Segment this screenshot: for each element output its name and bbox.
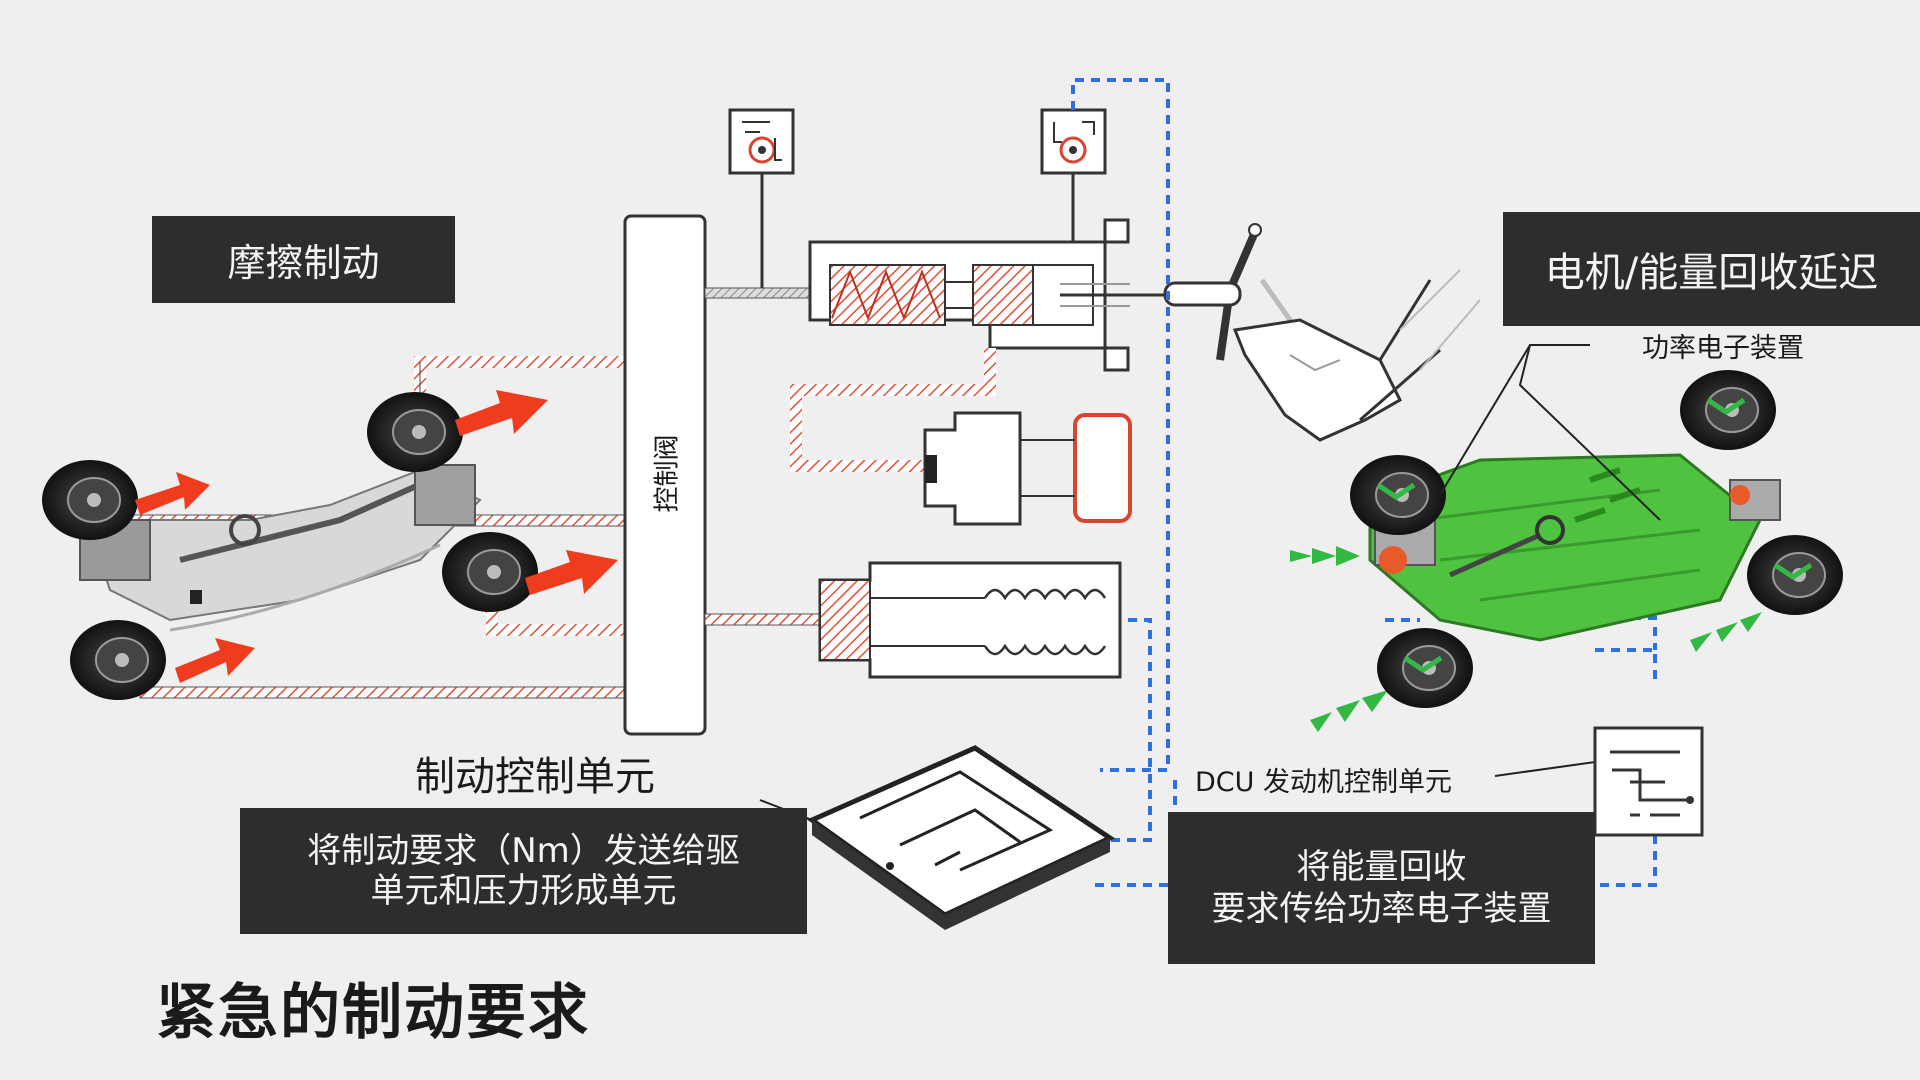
brake-request-label: 将制动要求（Nm）发送给驱 单元和压力形成单元 (240, 808, 807, 934)
emergency-brake-request-title: 紧急的制动要求 (156, 978, 590, 1048)
dcu-chip-icon (1494, 726, 1704, 837)
energy-request-line2: 要求传给功率电子装置 (1211, 889, 1552, 929)
dcu-label: DCU 发动机控制单元 (1195, 767, 1452, 798)
arrow-icon (135, 390, 618, 683)
power-electronics-leader (1439, 344, 1661, 521)
pressure-unit (704, 561, 1122, 679)
pedal-sensor-icon (1040, 108, 1107, 242)
brake-request-line2: 单元和压力形成单元 (370, 871, 677, 911)
accumulator (790, 348, 1132, 526)
energy-request-line1: 将能量回收 (1296, 847, 1467, 887)
control-valve-label: 控制阀 (652, 434, 683, 513)
front-chassis (79, 464, 482, 632)
motor-energy-recovery-delay-label: 电机/能量回收延迟 (1503, 212, 1920, 326)
energy-request-label: 将能量回收 要求传给功率电子装置 (1168, 812, 1595, 964)
power-electronics-label: 功率电子装置 (1642, 333, 1804, 364)
brake-control-unit-label: 制动控制单元 (415, 754, 655, 800)
ev-chassis (1290, 453, 1781, 732)
control-valve-block (623, 214, 707, 736)
master-cylinder (704, 218, 1190, 372)
ecu-chip-icon (759, 745, 1116, 930)
brake-request-line1: 将制动要求（Nm）发送给驱 (307, 831, 740, 871)
ev-wheels (1349, 369, 1844, 709)
sensor-icon (728, 108, 795, 288)
shoe-icon (1232, 269, 1481, 442)
friction-braking-label: 摩擦制动 (152, 216, 455, 303)
